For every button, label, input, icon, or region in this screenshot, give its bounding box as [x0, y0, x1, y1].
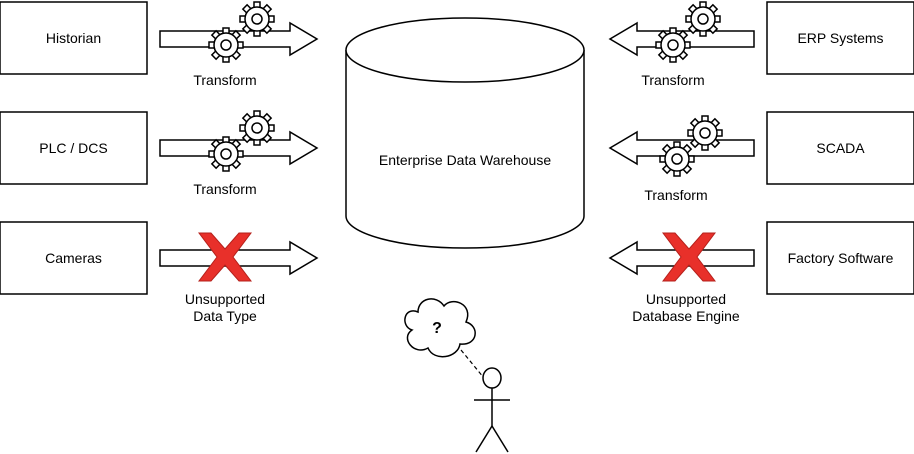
- caption-historian: Transform: [193, 72, 256, 88]
- source-label: PLC / DCS: [39, 140, 107, 156]
- caption-cameras-line2: Data Type: [193, 308, 257, 324]
- source-label: ERP Systems: [797, 30, 883, 46]
- caption-erp-systems: Transform: [641, 72, 704, 88]
- arrow-cameras: [159, 240, 319, 276]
- warehouse-label: Enterprise Data Warehouse: [379, 152, 551, 168]
- thought-bubble: ?: [404, 298, 485, 379]
- question-mark: ?: [432, 320, 442, 337]
- caption-scada: Transform: [644, 187, 707, 203]
- source-label: Historian: [46, 30, 101, 46]
- source-erp-systems: ERP Systems: [766, 1, 914, 75]
- source-label: Cameras: [45, 250, 102, 266]
- caption-factory-line2: Database Engine: [632, 308, 740, 324]
- caption-plc-dcs: Transform: [193, 181, 256, 197]
- data-warehouse-cylinder: Enterprise Data Warehouse: [345, 17, 585, 249]
- source-scada: SCADA: [766, 111, 914, 185]
- source-historian: Historian: [0, 1, 148, 75]
- caption-factory-line1: Unsupported: [646, 291, 726, 307]
- stick-figure-icon: [474, 367, 510, 453]
- source-factory-software: Factory Software: [766, 221, 914, 295]
- arrow-historian: [159, 21, 319, 57]
- source-label: SCADA: [816, 140, 865, 156]
- source-cameras: Cameras: [0, 221, 148, 295]
- caption-cameras-line1: Unsupported: [185, 291, 265, 307]
- source-label: Factory Software: [788, 250, 894, 266]
- arrow-plc-dcs: [159, 130, 319, 166]
- source-plc-dcs: PLC / DCS: [0, 111, 148, 185]
